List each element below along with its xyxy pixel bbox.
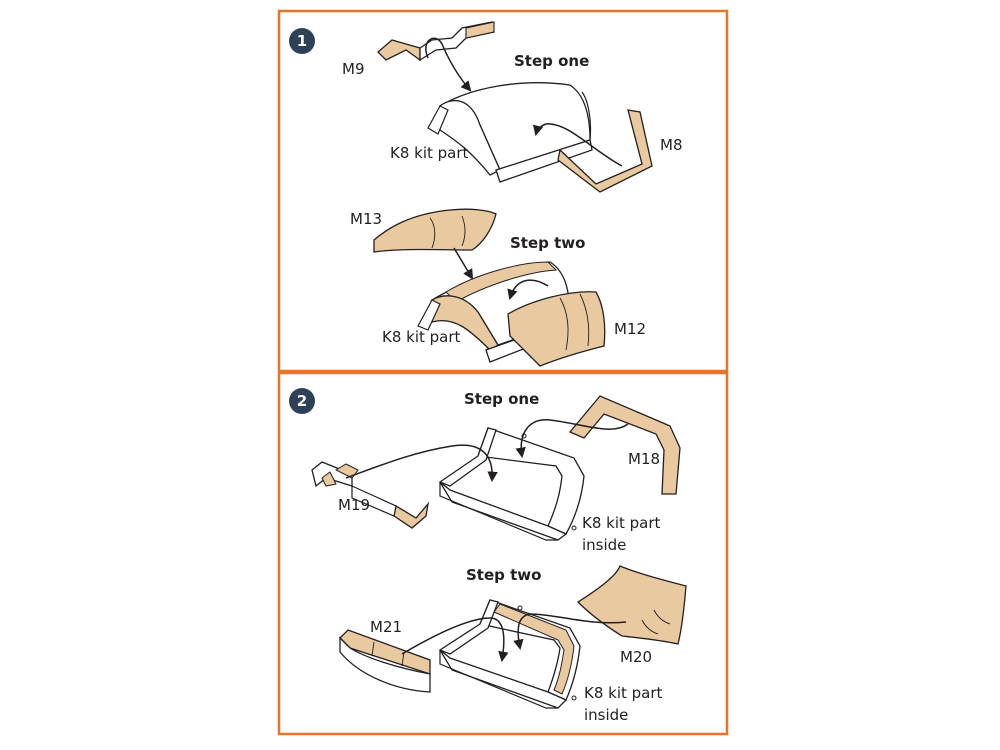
part-m21 xyxy=(339,629,431,693)
label-m13: M13 xyxy=(350,210,382,228)
part-m12 xyxy=(507,291,606,367)
step-one-title-2: Step one xyxy=(464,390,539,408)
arrow-m18-to-k8 xyxy=(515,419,629,459)
step-one-title-1: Step one xyxy=(514,52,589,70)
k8-kit-part-inside-1 xyxy=(438,427,585,541)
arrow-m12-to-k8 xyxy=(507,279,549,301)
step-badge-1: 1 xyxy=(289,28,315,54)
k8-kit-part-1 xyxy=(427,82,593,183)
label-k8-3-line1: K8 kit part xyxy=(582,514,661,532)
label-k8-4-line2: inside xyxy=(584,706,628,724)
label-k8-4-line1: K8 kit part xyxy=(584,684,663,702)
arrow-m8-to-k8 xyxy=(532,123,623,167)
step-two-title-2: Step two xyxy=(466,566,541,584)
label-m9: M9 xyxy=(342,60,365,78)
part-m20 xyxy=(576,565,687,645)
arrow-m21-to-k8 xyxy=(401,617,509,663)
label-k8-2: K8 kit part xyxy=(382,328,461,346)
arrow-m19-to-k8 xyxy=(345,444,498,483)
label-m8: M8 xyxy=(660,136,683,154)
arrow-m20-to-k8 xyxy=(513,613,627,651)
step-two-title-1: Step two xyxy=(510,234,585,252)
part-m18 xyxy=(568,395,681,495)
label-k8-1: K8 kit part xyxy=(390,144,469,162)
label-m19: M19 xyxy=(338,496,370,514)
part-m13 xyxy=(373,208,497,253)
part-m19 xyxy=(311,461,430,529)
step-badge-1-number: 1 xyxy=(297,32,307,50)
k8-kit-part-inside-2 xyxy=(438,599,581,709)
part-m9 xyxy=(377,21,495,62)
step-badge-2: 2 xyxy=(289,388,315,414)
label-k8-3-line2: inside xyxy=(582,536,626,554)
label-m12: M12 xyxy=(614,320,646,338)
arrow-m9-to-k8 xyxy=(425,37,472,92)
label-m18: M18 xyxy=(628,450,660,468)
label-m20: M20 xyxy=(620,648,652,666)
arrow-m13-to-k8 xyxy=(453,247,474,280)
step-badge-2-number: 2 xyxy=(297,392,307,410)
part-m8 xyxy=(557,109,653,193)
label-m21: M21 xyxy=(370,618,402,636)
